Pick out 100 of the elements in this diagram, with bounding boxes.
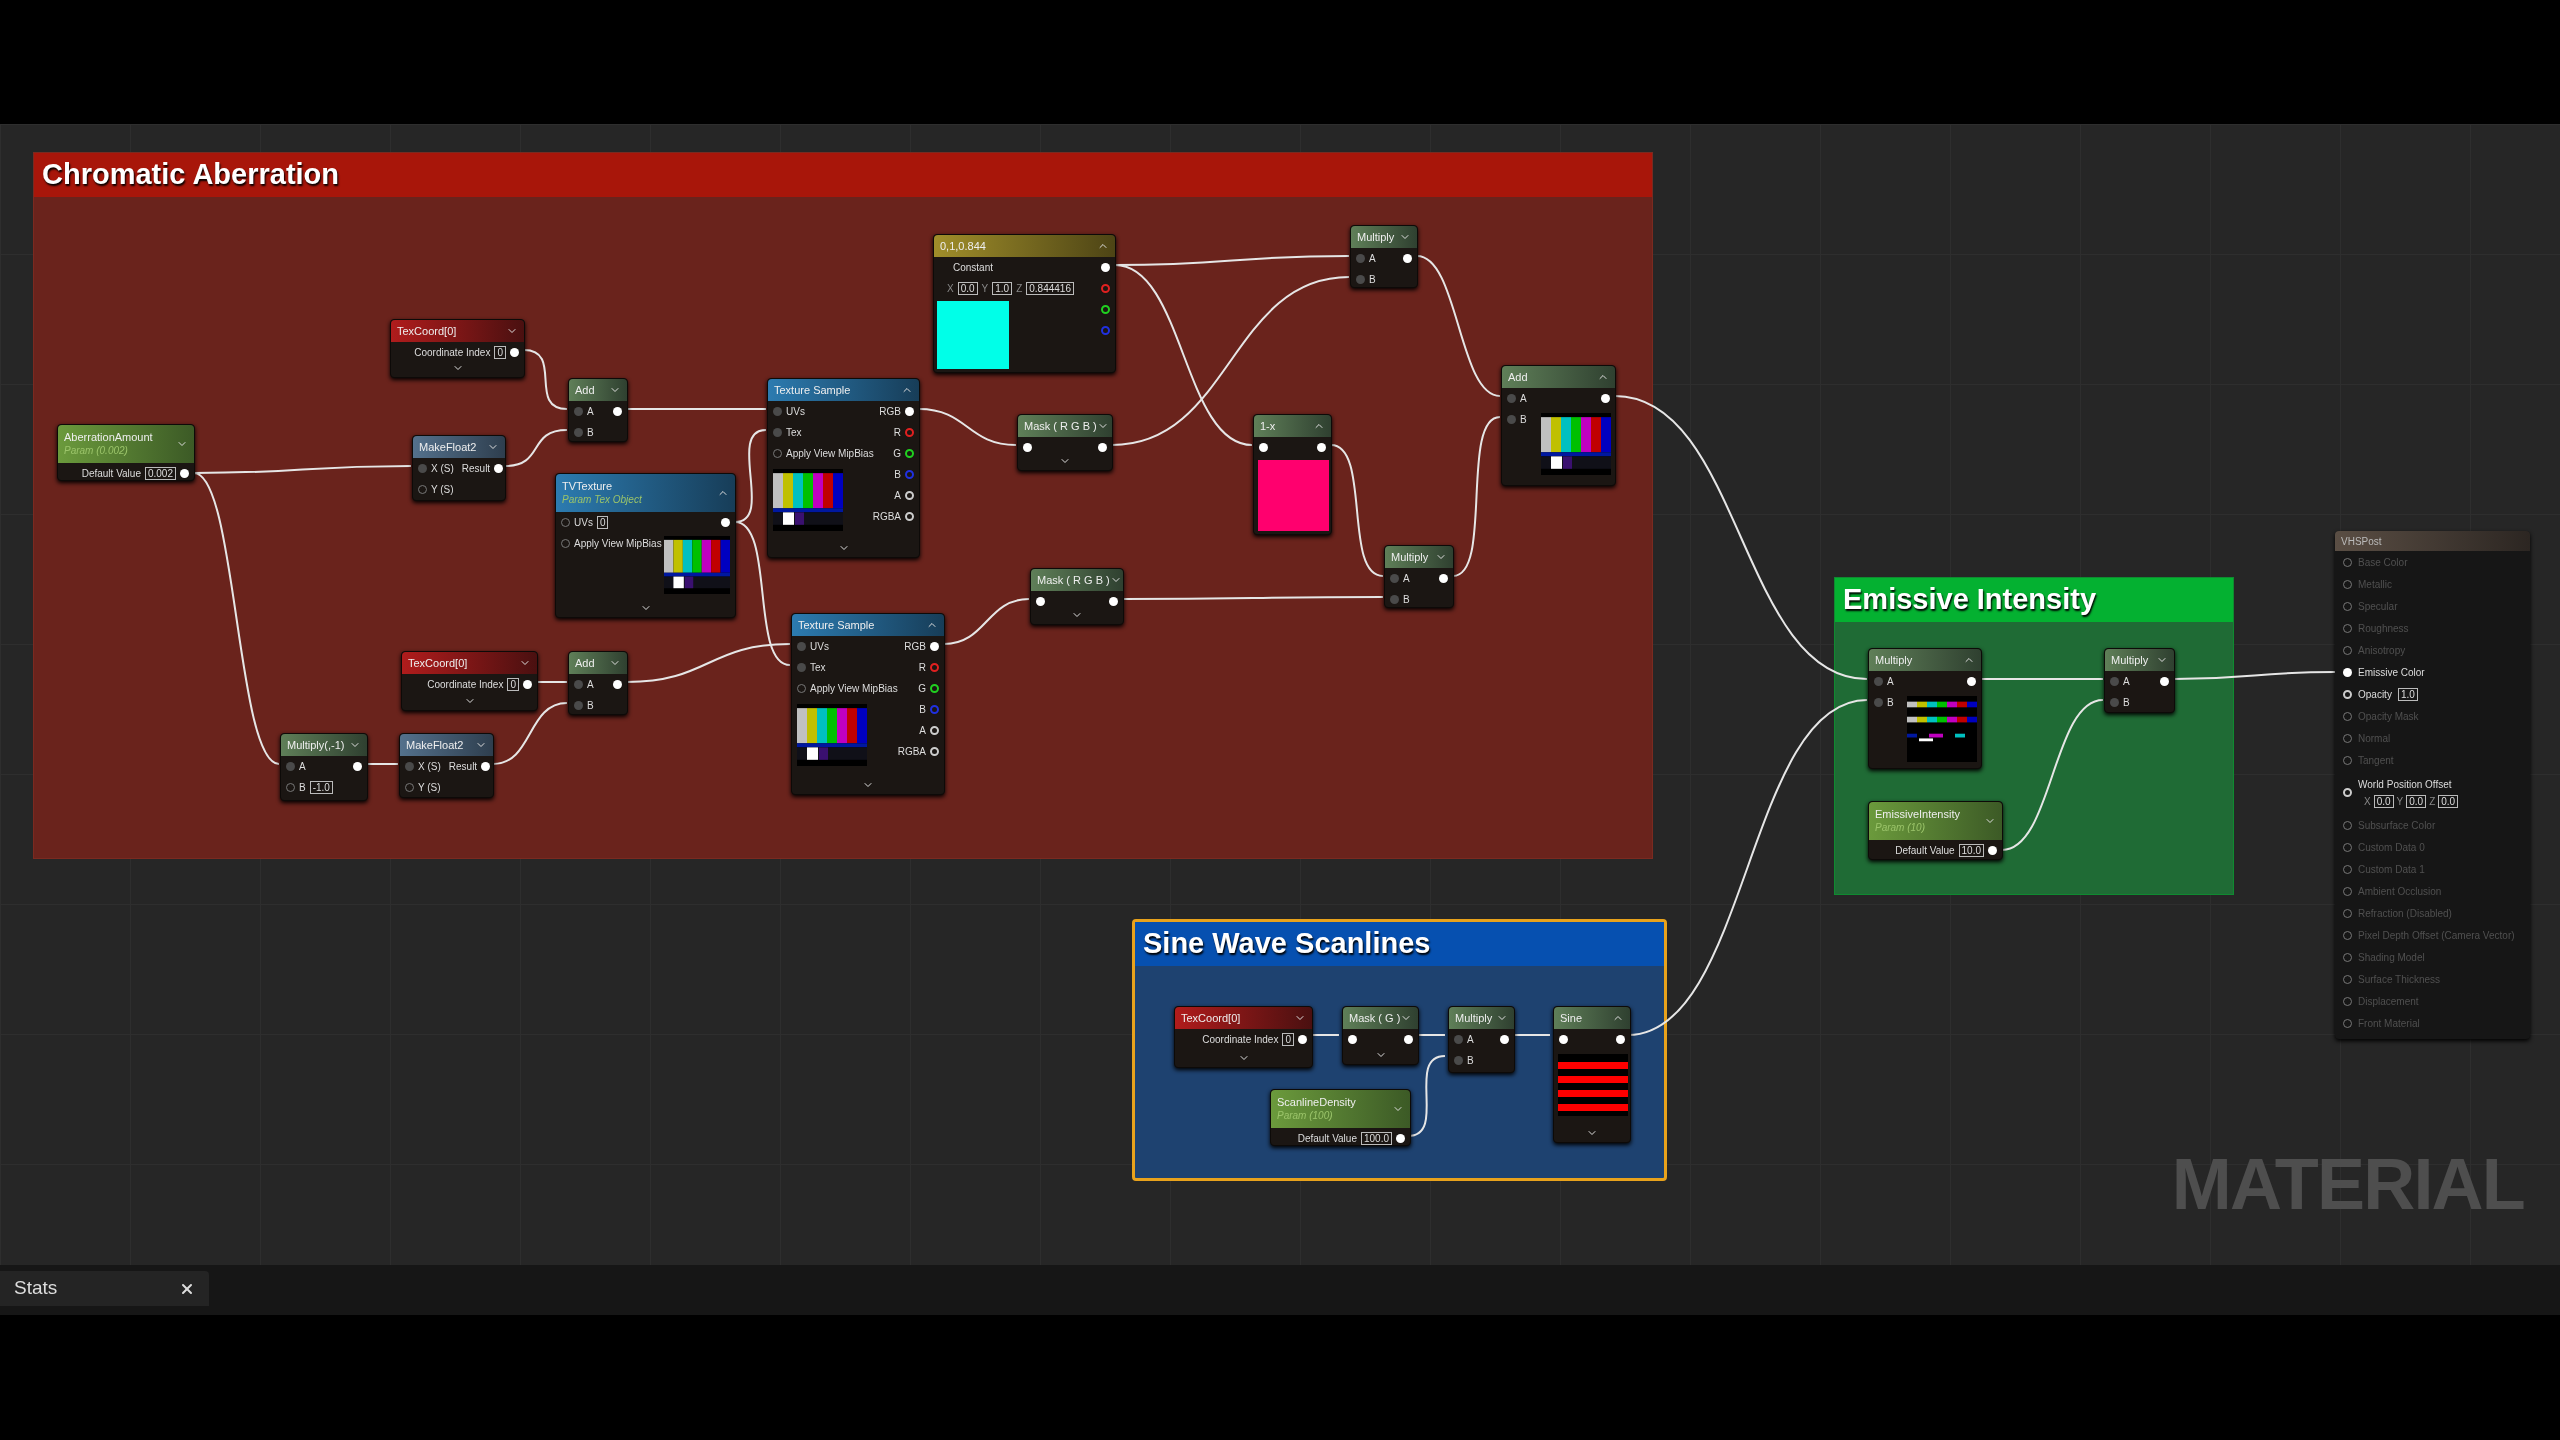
- comment-box: [1834, 577, 2234, 895]
- pin-label: X (S): [418, 760, 441, 774]
- pin-label: Normal: [2358, 731, 2391, 746]
- pin-label: R: [893, 426, 901, 440]
- material-node: [1553, 1006, 1631, 1143]
- node-title: Multiply: [1875, 653, 1914, 667]
- pin-label: Default Value: [1297, 1132, 1357, 1146]
- value-field: 0.0: [2438, 794, 2459, 808]
- node-title: AberrationAmount: [64, 430, 154, 444]
- value-field: 0: [507, 678, 519, 691]
- material-node: [1030, 568, 1124, 625]
- pin-label: Coordinate Index: [414, 346, 491, 360]
- pin-label: Metallic: [2358, 577, 2392, 592]
- material-node: [57, 424, 195, 481]
- connection-wire: [193, 472, 280, 765]
- pin-label: B: [894, 468, 901, 482]
- connection-wire: [1330, 444, 1384, 577]
- material-node: [791, 613, 945, 795]
- comment-box: [1132, 919, 1667, 1181]
- connection-wire: [523, 349, 568, 410]
- pin-label: A: [1887, 675, 1894, 689]
- pin-label: RGBA: [897, 745, 926, 759]
- value-field: 0.0: [957, 282, 978, 295]
- node-title: Multiply: [1391, 550, 1430, 564]
- node-subtitle: Param Tex Object: [562, 493, 643, 507]
- pin-label: Ambient Occlusion: [2358, 884, 2442, 899]
- pin-label: UVs: [810, 640, 829, 654]
- material-node: [1253, 414, 1332, 535]
- value-field: 0.844416: [1026, 282, 1074, 295]
- comment-box: [33, 152, 1653, 859]
- material-node: [1501, 365, 1616, 486]
- value-field: 0: [494, 346, 506, 359]
- node-title: TexCoord[0]: [408, 656, 469, 670]
- node-subtitle: Param (100): [1277, 1109, 1334, 1123]
- connection-wire: [1416, 255, 1501, 397]
- value-field: 0.0: [2373, 794, 2394, 808]
- pin-label: A: [299, 760, 306, 774]
- pin-label: Anisotropy: [2358, 643, 2406, 658]
- pin-label: Y (S): [431, 483, 454, 497]
- node-title: Add: [1508, 370, 1529, 384]
- pin-label: Default Value: [81, 467, 141, 481]
- value-field: 0.0: [2406, 794, 2427, 808]
- node-title: MakeFloat2: [406, 738, 465, 752]
- material-node: [1174, 1006, 1313, 1068]
- connection-wire: [626, 408, 767, 410]
- comment-title: Chromatic Aberration: [42, 157, 340, 193]
- pin-label: B: [1403, 593, 1410, 607]
- connection-wire: [943, 598, 1030, 645]
- material-node: [280, 733, 368, 801]
- pin-label: Displacement: [2358, 994, 2419, 1009]
- pin-label: Emissive Color: [2358, 665, 2425, 680]
- node-subtitle: Param (10): [1875, 821, 1926, 835]
- pin-label: A: [1520, 392, 1527, 406]
- connection-wire: [918, 408, 1017, 446]
- material-node: [1270, 1089, 1411, 1146]
- tab-label: Stats: [14, 1276, 59, 1301]
- comment-title: Emissive Intensity: [1843, 582, 2097, 618]
- pin-label: UVs: [574, 516, 593, 530]
- material-node: [2104, 648, 2175, 713]
- material-node: [1350, 225, 1418, 288]
- node-title: ScanlineDensity: [1277, 1095, 1357, 1109]
- value-field: 0.002: [144, 467, 176, 480]
- material-node: [568, 651, 628, 715]
- material-node: [1448, 1006, 1515, 1073]
- material-node: [399, 733, 494, 798]
- node-title: Multiply(,-1): [287, 738, 346, 752]
- pin-label: B: [587, 699, 594, 713]
- node-title: TVTexture: [562, 479, 614, 493]
- node-subtitle: Param (0.002): [64, 444, 129, 458]
- pin-label: A: [894, 489, 901, 503]
- pin-label: Apply View MipBias: [810, 682, 898, 696]
- pin-label: A: [919, 724, 926, 738]
- pin-label: Apply View MipBias: [786, 447, 874, 461]
- connection-wire: [536, 681, 568, 683]
- material-node: [1017, 414, 1113, 471]
- axis-label: Z: [1016, 282, 1023, 296]
- pin-label: RGB: [879, 405, 901, 419]
- node-title: Mask ( R G B ): [1024, 419, 1097, 433]
- connection-wire: [1452, 416, 1501, 577]
- connection-wire: [1614, 395, 1868, 680]
- node-title: Mask ( G ): [1349, 1011, 1401, 1025]
- pin-label: Y (S): [418, 781, 441, 795]
- connection-wire: [366, 763, 399, 765]
- pin-label: Coordinate Index: [427, 678, 504, 692]
- pin-label: A: [2123, 675, 2130, 689]
- material-node: [767, 378, 920, 558]
- pin-label: A: [1403, 572, 1410, 586]
- pin-label: Result: [461, 462, 491, 476]
- node-title: Multiply: [1455, 1011, 1494, 1025]
- node-title: Multiply: [2111, 653, 2150, 667]
- connection-wire: [734, 521, 791, 666]
- value-field: -1.0: [309, 781, 333, 794]
- pin-label: World Position Offset: [2358, 777, 2453, 792]
- material-node: [555, 473, 736, 618]
- pin-label: B: [1369, 273, 1376, 287]
- pin-label: B: [919, 703, 926, 717]
- pin-label: Opacity: [2358, 687, 2392, 702]
- pin-label: G: [918, 682, 926, 696]
- pin-label: A: [1467, 1033, 1474, 1047]
- value-field: 1.0: [992, 282, 1013, 295]
